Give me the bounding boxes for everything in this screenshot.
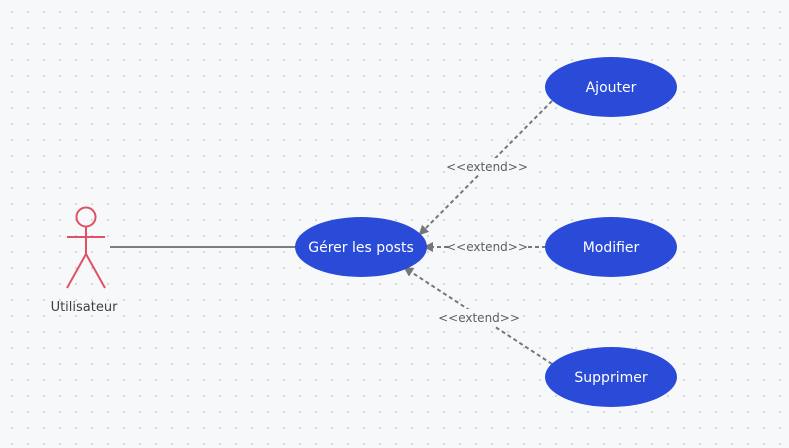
usecase-label: Gérer les posts xyxy=(308,240,414,256)
usecase-supprimer[interactable]: Supprimer xyxy=(545,347,677,407)
actor-utilisateur[interactable]: Utilisateur xyxy=(51,206,119,316)
usecase-ellipse xyxy=(545,217,677,277)
usecase-modifier[interactable]: Modifier xyxy=(545,217,677,277)
usecase-ellipse xyxy=(295,217,427,277)
extend-label-ajouter: <<extend>> xyxy=(446,160,528,174)
usecase-label: Supprimer xyxy=(574,370,647,386)
usecase-ellipse xyxy=(545,347,677,407)
extend-label-supprimer: <<extend>> xyxy=(438,311,520,325)
extend-label-modifier: <<extend>> xyxy=(446,240,528,254)
usecase-label: Modifier xyxy=(583,240,640,256)
usecase-ellipse xyxy=(545,57,677,117)
usecase-gerer-les-posts[interactable]: Gérer les posts xyxy=(295,217,427,277)
actor-left-leg xyxy=(66,253,87,289)
actor-label: Utilisateur xyxy=(51,300,119,315)
usecase-ajouter[interactable]: Ajouter xyxy=(545,57,677,117)
usecase-label: Ajouter xyxy=(586,80,637,96)
actor-right-leg xyxy=(85,253,106,289)
actor-head xyxy=(75,206,97,228)
